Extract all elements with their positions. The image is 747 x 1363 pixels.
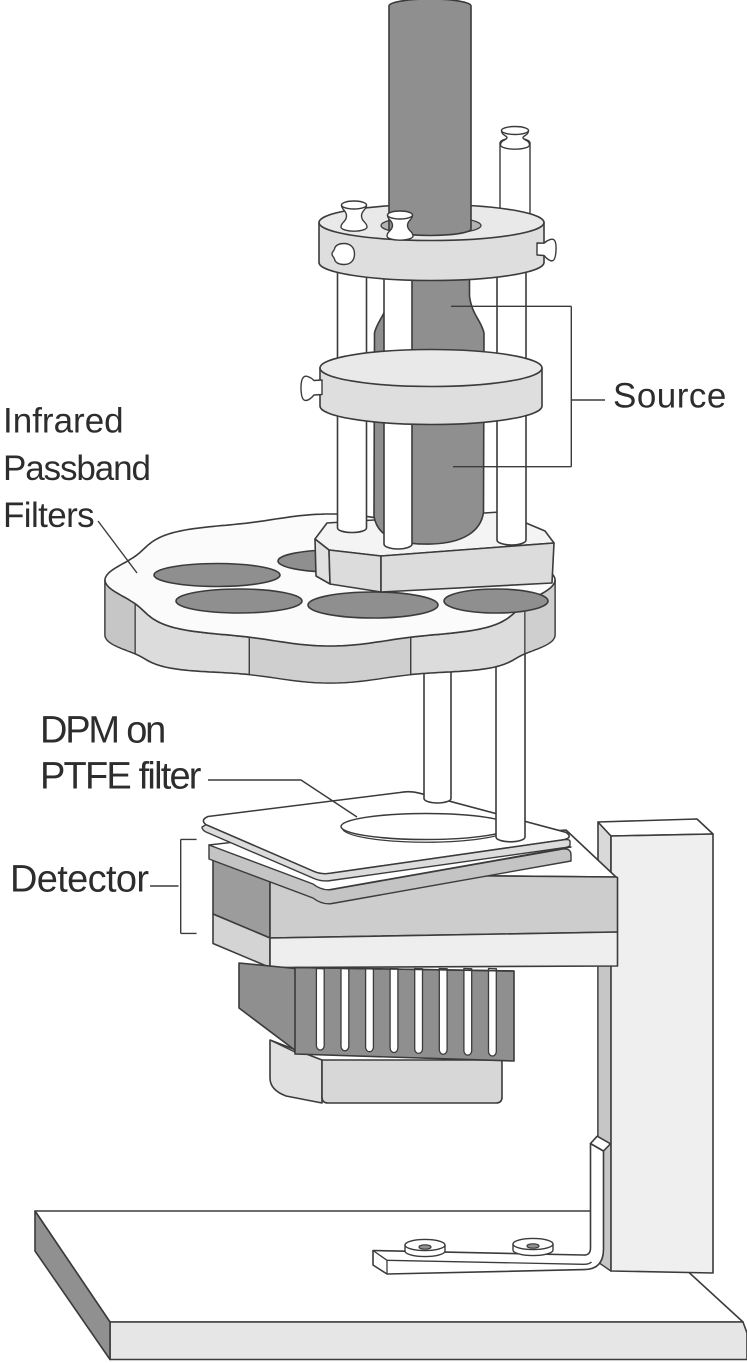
svg-text:DPM on: DPM on xyxy=(40,710,164,752)
svg-text:Passband: Passband xyxy=(3,449,150,488)
svg-text:Source: Source xyxy=(613,376,727,415)
svg-text:Detector: Detector xyxy=(10,858,149,900)
svg-text:Filters: Filters xyxy=(3,496,94,535)
svg-text:PTFE filter: PTFE filter xyxy=(40,756,202,798)
svg-text:Infrared: Infrared xyxy=(3,401,124,440)
